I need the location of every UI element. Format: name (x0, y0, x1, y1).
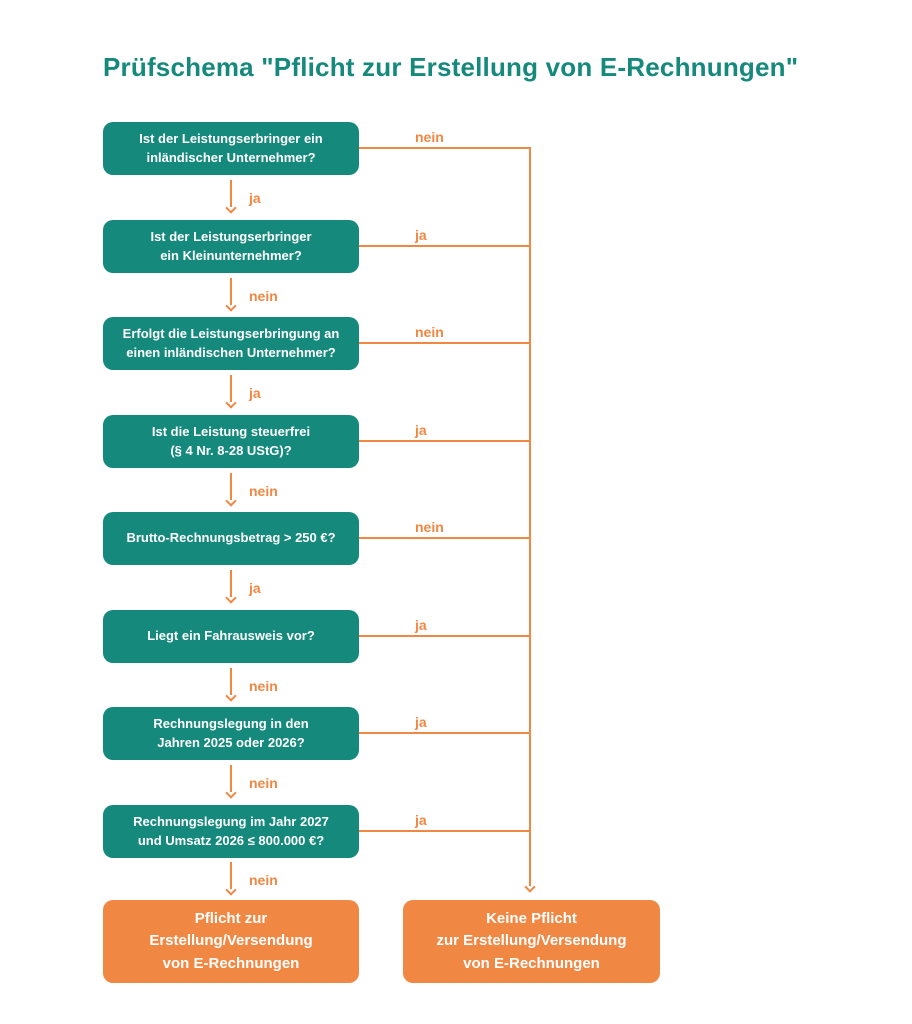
page-title: Prüfschema "Pflicht zur Erstellung von E… (103, 52, 799, 82)
down-arrow-label-7: nein (249, 775, 278, 791)
result-text-line: Erstellung/Versendung (149, 932, 313, 950)
branch-line-6 (359, 635, 531, 637)
question-text-line: Ist der Leistungserbringer (150, 229, 312, 245)
question-text-line: Ist die Leistung steuerfrei (151, 424, 311, 440)
branch-label-1: nein (415, 129, 444, 145)
down-arrow-label-2: nein (249, 288, 278, 304)
branch-label-8: ja (415, 812, 427, 828)
branch-line-5 (359, 537, 531, 539)
down-arrow-5 (224, 570, 237, 604)
question-text-line: und Umsatz 2026 ≤ 800.000 €? (137, 832, 325, 848)
result-box-obligation: Pflicht zur Erstellung/Versendung von E-… (103, 900, 359, 983)
down-arrow-6 (224, 668, 237, 702)
down-arrow-label-8: nein (249, 872, 278, 888)
down-arrow-label-3: ja (249, 385, 261, 401)
question-text-line: ein Kleinunternehmer? (160, 247, 302, 263)
down-arrow-label-6: nein (249, 678, 278, 694)
question-box-1: Ist der Leistungserbringer ein inländisc… (103, 122, 359, 175)
question-text-line: inländischer Unternehmer? (146, 149, 316, 165)
branch-line-1 (359, 147, 531, 149)
branch-label-3: nein (415, 324, 444, 340)
down-arrow-3 (224, 375, 237, 409)
branch-label-5: nein (415, 519, 444, 535)
question-text-line: Ist der Leistungserbringer ein (139, 131, 323, 147)
down-arrow-2 (224, 278, 237, 312)
question-text-line: Rechnungslegung im Jahr 2027 (133, 814, 329, 830)
question-box-7: Rechnungslegung in den Jahren 2025 oder … (103, 707, 359, 760)
connector-down-arrow (523, 147, 536, 893)
branch-line-7 (359, 732, 531, 734)
question-box-3: Erfolgt die Leistungserbringung an einen… (103, 317, 359, 370)
down-arrow-label-5: ja (249, 580, 261, 596)
branch-label-6: ja (415, 617, 427, 633)
question-text-line: Jahren 2025 oder 2026? (157, 734, 305, 750)
question-box-6: Liegt ein Fahrausweis vor? (103, 610, 359, 663)
branch-line-2 (359, 245, 531, 247)
result-text-line: von E-Rechnungen (162, 954, 300, 972)
branch-label-4: ja (415, 422, 427, 438)
result-text-line: von E-Rechnungen (463, 954, 600, 972)
question-text-line: Erfolgt die Leistungserbringung an (122, 326, 340, 342)
question-box-2: Ist der Leistungserbringer ein Kleinunte… (103, 220, 359, 273)
result-text-line: Keine Pflicht (486, 909, 577, 927)
result-text-line: Pflicht zur (194, 909, 268, 927)
down-arrow-4 (224, 473, 237, 507)
down-arrow-7 (224, 765, 237, 799)
branch-line-3 (359, 342, 531, 344)
question-text-line: Brutto-Rechnungsbetrag > 250 €? (126, 530, 336, 546)
down-arrow-label-1: ja (249, 190, 261, 206)
question-text-line: (§ 4 Nr. 8-28 UStG)? (170, 442, 292, 458)
question-box-5: Brutto-Rechnungsbetrag > 250 €? (103, 512, 359, 565)
result-box-no-obligation: Keine Pflicht zur Erstellung/Versendung … (403, 900, 660, 983)
question-text-line: Liegt ein Fahrausweis vor? (147, 628, 315, 644)
down-arrow-1 (224, 180, 237, 214)
result-text-line: zur Erstellung/Versendung (436, 932, 627, 950)
question-box-8: Rechnungslegung im Jahr 2027 und Umsatz … (103, 805, 359, 858)
question-text-line: einen inländischen Unternehmer? (126, 344, 336, 360)
branch-line-8 (359, 830, 531, 832)
down-arrow-label-4: nein (249, 483, 278, 499)
question-box-4: Ist die Leistung steuerfrei (§ 4 Nr. 8-2… (103, 415, 359, 468)
branch-label-7: ja (415, 714, 427, 730)
question-text-line: Rechnungslegung in den (153, 716, 309, 732)
branch-line-4 (359, 440, 531, 442)
branch-label-2: ja (415, 227, 427, 243)
down-arrow-8 (224, 862, 237, 896)
